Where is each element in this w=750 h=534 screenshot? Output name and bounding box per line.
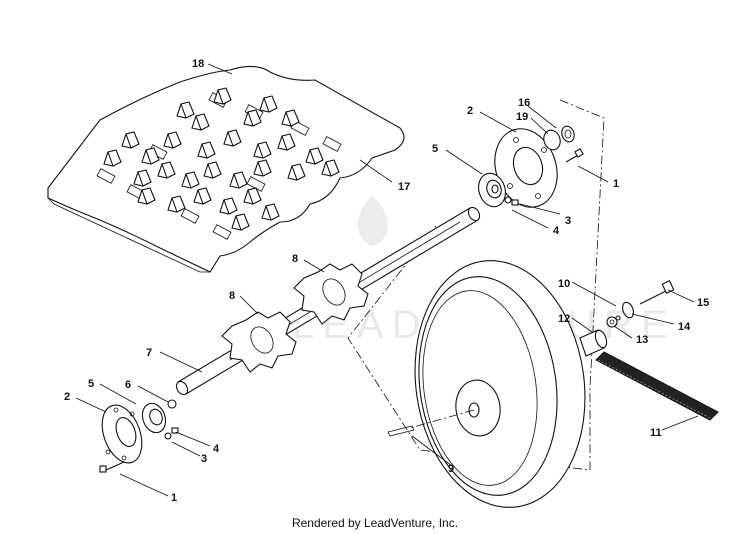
pulley-key <box>387 425 415 437</box>
track-cleat <box>243 187 262 205</box>
bolt-bottom <box>105 461 125 471</box>
track-cleat <box>229 171 248 189</box>
alignment-plane <box>347 99 605 471</box>
callout-3-top: 3 <box>565 215 571 227</box>
nut-top <box>511 199 519 206</box>
nut-bottom <box>171 427 179 434</box>
callout-2-top: 2 <box>467 105 473 117</box>
washer-14 <box>622 301 634 319</box>
track-cleat <box>281 109 300 127</box>
track-cleat <box>203 161 222 179</box>
callout-16: 16 <box>518 97 530 109</box>
track-cleat <box>193 187 212 205</box>
drive-belt <box>595 351 719 421</box>
collar-6 <box>167 399 177 409</box>
track-cleat <box>259 95 278 113</box>
callout-11: 11 <box>650 427 662 439</box>
track-cleat <box>213 87 232 105</box>
track-cleat <box>261 203 280 221</box>
track-cleat <box>277 133 296 151</box>
track-cleat <box>181 171 200 189</box>
track-cleat <box>253 141 272 159</box>
track-cleats <box>103 87 340 231</box>
track-cleat <box>305 147 324 165</box>
collar-19 <box>543 129 561 151</box>
callout-14: 14 <box>678 321 691 333</box>
track-cleat <box>137 187 156 205</box>
drive-track <box>47 65 405 273</box>
callout-17: 17 <box>398 181 410 193</box>
callout-4-top: 4 <box>553 225 560 237</box>
track-cleat <box>133 169 152 187</box>
bolt-15 <box>639 289 669 305</box>
track-cleat <box>223 129 242 147</box>
drive-shaft-assembly <box>175 206 481 396</box>
callout-8-lower: 8 <box>229 290 235 302</box>
callout-10: 10 <box>558 278 570 290</box>
callout-12: 12 <box>558 313 570 325</box>
washer-13 <box>606 316 618 328</box>
footer-credit: Rendered by LeadVenture, Inc. <box>291 516 459 530</box>
track-cleat <box>197 141 216 159</box>
track-cleat <box>167 195 186 213</box>
track-cleat <box>103 149 122 167</box>
callout-18: 18 <box>192 58 204 70</box>
snap-ring-16 <box>561 125 575 143</box>
track-cleat <box>287 163 306 181</box>
callout-15: 15 <box>697 297 709 309</box>
sprocket-lower <box>221 311 297 373</box>
spacer-bolt-assembly <box>579 280 675 357</box>
callout-4-bottom: 4 <box>213 443 220 455</box>
pulley <box>387 260 586 508</box>
callouts: 18 17 16 19 2 5 1 3 4 8 8 7 6 5 2 4 3 1 … <box>64 58 709 504</box>
sprocket-upper <box>293 263 369 325</box>
callout-19: 19 <box>516 111 528 123</box>
track-cleat <box>157 161 176 179</box>
washer-top <box>504 196 512 204</box>
washer-bottom <box>164 432 172 440</box>
callout-5-top: 5 <box>432 143 438 155</box>
callout-6: 6 <box>125 379 131 391</box>
track-cleat <box>321 159 340 177</box>
track-cleat <box>121 131 140 149</box>
top-bearing-assembly <box>478 125 584 208</box>
callout-2-bottom: 2 <box>64 391 70 403</box>
track-cleat <box>163 131 182 149</box>
leader-lines <box>75 63 699 497</box>
callout-3-bottom: 3 <box>201 453 207 465</box>
pulley-rim <box>414 260 586 508</box>
track-cleat <box>231 213 250 231</box>
callout-8-upper: 8 <box>292 253 298 265</box>
callout-5-bottom: 5 <box>88 378 94 390</box>
track-cleat <box>219 197 238 215</box>
callout-7: 7 <box>146 347 152 359</box>
track-cleat <box>176 101 195 119</box>
callout-9: 9 <box>448 463 454 475</box>
callout-1-bottom: 1 <box>171 492 177 504</box>
track-cleat <box>253 159 272 177</box>
track-cleat <box>141 147 160 165</box>
callout-13: 13 <box>636 334 648 346</box>
callout-1-top: 1 <box>613 178 619 190</box>
track-cleat <box>243 109 262 127</box>
bottom-bearing-assembly <box>99 399 179 473</box>
track-cleat <box>191 113 210 131</box>
